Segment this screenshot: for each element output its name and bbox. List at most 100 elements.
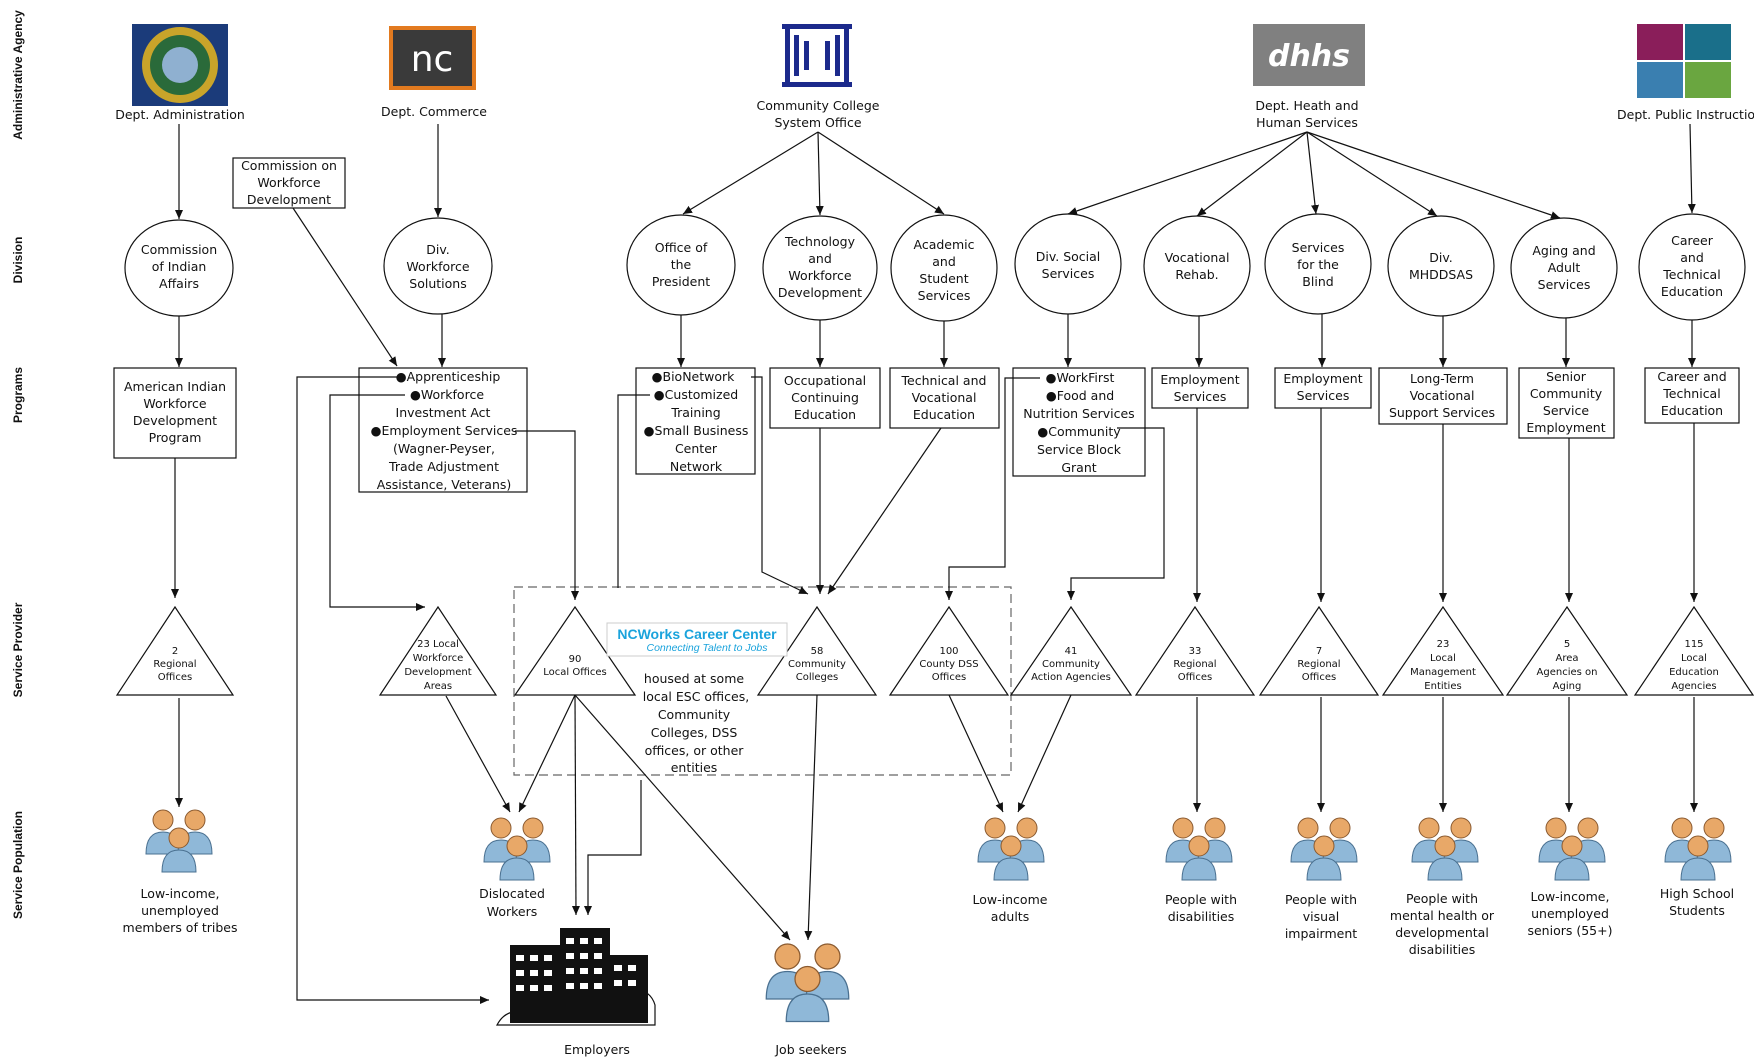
dhhs-logo-icon: dhhs	[1253, 24, 1365, 86]
svg-text:Technical: Technical	[1662, 386, 1720, 401]
row-label-programs: Programs	[11, 367, 25, 423]
people-group-icon	[145, 809, 213, 873]
svg-text:Management: Management	[1410, 667, 1476, 678]
svg-text:Grant: Grant	[1061, 460, 1096, 475]
svg-text:Div. Social: Div. Social	[1036, 249, 1101, 264]
svg-text:Community: Community	[1042, 659, 1100, 670]
svg-text:Employment: Employment	[1160, 372, 1239, 387]
svg-text:Continuing: Continuing	[791, 390, 859, 405]
pop-mental-line1: People with	[1406, 891, 1478, 906]
ncworks-badge: NCWorks Career Center Connecting Talent …	[606, 622, 788, 657]
svg-text:Workforce: Workforce	[788, 268, 851, 283]
dhhs-logo-text: dhhs	[1268, 39, 1350, 74]
row-label-population: Service Population	[11, 811, 25, 919]
svg-text:23: 23	[1437, 639, 1450, 650]
pop-lowincome-line1: Low-income	[973, 892, 1048, 907]
svg-text:Affairs: Affairs	[159, 276, 199, 291]
office-building-icon	[495, 928, 656, 1026]
svg-text:Assistance, Veterans): Assistance, Veterans)	[377, 477, 512, 492]
svg-text:and: and	[1680, 250, 1704, 265]
program-blind: Employment Services	[1274, 367, 1372, 409]
ncworks-note-line1: housed at some	[644, 671, 744, 686]
svg-text:Vocational: Vocational	[1410, 388, 1475, 403]
ncworks-region	[513, 586, 1012, 776]
pop-visual-line2: visual	[1303, 909, 1339, 924]
program-cte: Career and Technical Education	[1644, 367, 1740, 424]
svg-text:and: and	[932, 254, 956, 269]
svg-text:Offices: Offices	[158, 672, 192, 683]
svg-text:Agencies: Agencies	[1671, 681, 1716, 692]
svg-text:Education: Education	[1661, 284, 1723, 299]
people-group-icon	[1664, 817, 1732, 881]
division-mhddsas: Div. MHDDSAS	[1387, 215, 1495, 317]
svg-text:Support Services: Support Services	[1389, 405, 1495, 420]
provider-115-lea: 115 Local Education Agencies	[1633, 605, 1754, 696]
ncworks-tagline: Connecting Talent to Jobs	[646, 642, 768, 654]
svg-text:Senior: Senior	[1546, 369, 1587, 384]
svg-text:Area: Area	[1555, 653, 1578, 664]
svg-text:Blind: Blind	[1302, 274, 1333, 289]
row-label-agency: Administrative Agency	[11, 10, 25, 140]
svg-text:Regional: Regional	[153, 659, 196, 670]
provider-41-caa: 41 Community Action Agencies	[1009, 605, 1133, 696]
pop-seniors-line2: unemployed	[1531, 906, 1609, 921]
pop-visual-line1: People with	[1285, 892, 1357, 907]
svg-text:Commission: Commission	[141, 242, 217, 257]
svg-text:Community: Community	[1530, 386, 1603, 401]
svg-text:Services: Services	[1042, 266, 1095, 281]
division-indian-affairs: Commission of Indian Affairs	[124, 219, 234, 317]
svg-text:Career and: Career and	[1657, 369, 1726, 384]
svg-text:5: 5	[1564, 639, 1570, 650]
svg-text:Services: Services	[918, 288, 971, 303]
division-academic-student: Academic and Student Services	[890, 214, 998, 322]
pop-hs-line2: Students	[1669, 903, 1725, 918]
svg-text:Education: Education	[1661, 403, 1723, 418]
svg-text:Development: Development	[778, 285, 862, 300]
svg-text:Employment: Employment	[1283, 371, 1362, 386]
nc-seal-icon	[132, 24, 228, 106]
svg-text:Entities: Entities	[1424, 681, 1461, 692]
agency-commerce: Dept. Commerce	[381, 104, 487, 119]
svg-text:Technical and: Technical and	[901, 373, 987, 388]
people-group-icon	[765, 943, 850, 1023]
people-group-icon	[977, 817, 1045, 881]
people-group-icon	[1290, 817, 1358, 881]
svg-text:Workforce: Workforce	[413, 653, 464, 664]
nc-commerce-logo-icon: nc	[389, 26, 476, 90]
svg-text:Vocational: Vocational	[1165, 250, 1230, 265]
agency-admin: Dept. Administration	[115, 107, 245, 122]
svg-text:Workforce: Workforce	[406, 259, 469, 274]
agency-dhhs-line1: Dept. Heath and	[1255, 98, 1358, 113]
program-vr: Employment Services	[1151, 367, 1249, 409]
row-label-provider: Service Provider	[11, 602, 25, 697]
svg-text:County DSS: County DSS	[919, 659, 978, 670]
ncworks-note-line6: entities	[671, 760, 718, 775]
provider-2-regional: 2 Regional Offices	[115, 605, 235, 696]
pop-lowincome-line2: adults	[991, 909, 1029, 924]
svg-text:7: 7	[1316, 646, 1322, 657]
provider-23-lme: 23 Local Management Entities	[1381, 605, 1505, 696]
agency-ccso-line1: Community College	[757, 98, 880, 113]
division-office-president: Office of the President	[626, 214, 736, 316]
svg-text:Trade Adjustment: Trade Adjustment	[388, 459, 499, 474]
pop-mental-line2: mental health or	[1390, 908, 1495, 923]
pop-tribes-line2: unemployed	[141, 903, 219, 918]
svg-text:Education: Education	[1669, 667, 1719, 678]
svg-text:Workforce: Workforce	[143, 396, 206, 411]
pop-employers: Employers	[564, 1042, 630, 1057]
svg-text:●Workforce: ●Workforce	[410, 387, 484, 402]
provider-23-lwda: 23 Local Workforce Development Areas	[378, 605, 498, 696]
ncworks-note-line3: Community	[658, 707, 731, 722]
agency-dhhs-line2: Human Services	[1256, 115, 1358, 130]
provider-5-aaa: 5 Area Agencies on Aging	[1505, 605, 1629, 696]
pop-tribes-line1: Low-income,	[141, 886, 220, 901]
svg-text:for the: for the	[1297, 257, 1339, 272]
pop-disabilities-line1: People with	[1165, 892, 1237, 907]
svg-text:Occupational: Occupational	[784, 373, 866, 388]
svg-text:(Wagner-Peyser,: (Wagner-Peyser,	[393, 441, 495, 456]
program-mhddsas: Long-Term Vocational Support Services	[1378, 367, 1508, 425]
provider-33-regional: 33 Regional Offices	[1134, 605, 1256, 696]
program-dss: ●WorkFirst ●Food and Nutrition Services …	[1012, 367, 1146, 477]
program-tve: Technical and Vocational Education	[889, 367, 1000, 429]
svg-text:100: 100	[939, 646, 958, 657]
